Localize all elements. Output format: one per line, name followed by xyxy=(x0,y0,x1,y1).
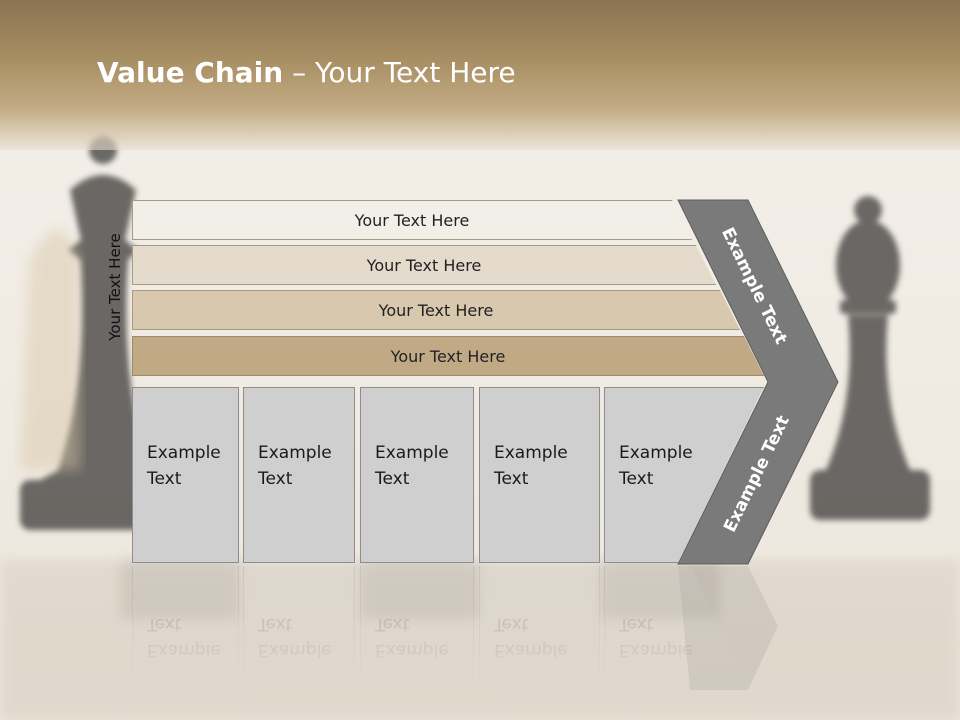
box-3-line1: Example xyxy=(375,443,449,463)
reflection-box-3: Example Text xyxy=(360,540,474,716)
band-4-label: Your Text Here xyxy=(390,346,506,366)
box-2-line1: Example xyxy=(258,443,332,463)
reflection-box-1: Example Text xyxy=(132,540,239,716)
reflection-box-4: Example Text xyxy=(479,540,600,716)
reflection-box-5-line2: Text xyxy=(619,614,654,634)
band-1: Your Text Here xyxy=(132,200,692,240)
box-2-line2: Text xyxy=(258,469,293,489)
reflection-box-2: Example Text xyxy=(243,540,355,716)
activity-box-3: Example Text xyxy=(360,387,474,563)
box-3-line2: Text xyxy=(375,469,410,489)
title-bold: Value Chain xyxy=(97,56,284,89)
activity-box-4: Example Text xyxy=(479,387,600,563)
reflection-box-3-line2: Text xyxy=(375,614,410,634)
band-1-label: Your Text Here xyxy=(354,210,470,230)
activity-box-1: Example Text xyxy=(132,387,239,563)
box-5-line2: Text xyxy=(619,469,654,489)
reflection-box-4-line2: Text xyxy=(494,614,529,634)
reflection-box-3-line1: Example xyxy=(375,640,449,660)
reflection-box-1-line2: Text xyxy=(147,614,182,634)
band-3-label: Your Text Here xyxy=(378,300,494,320)
reflection-box-2-line1: Example xyxy=(258,640,332,660)
box-1-line1: Example xyxy=(147,443,221,463)
band-2-label: Your Text Here xyxy=(366,255,482,275)
reflection-box-1-line1: Example xyxy=(147,640,221,660)
page-title: Value Chain – Your Text Here xyxy=(97,56,516,89)
reflection-box-2-line2: Text xyxy=(258,614,293,634)
reflection-box-4-line1: Example xyxy=(494,640,568,660)
title-bar xyxy=(0,0,960,150)
box-1-line2: Text xyxy=(147,469,182,489)
box-4-line2: Text xyxy=(494,469,529,489)
box-5-line1: Example xyxy=(619,443,693,463)
reflection-box-5: Example Text xyxy=(604,540,764,716)
activity-box-2: Example Text xyxy=(243,387,355,563)
reflection-box-5-line1: Example xyxy=(619,640,693,660)
boxes-reflection: Example Text Example Text Example Text E… xyxy=(0,540,960,716)
band-4: Your Text Here xyxy=(132,336,764,376)
band-2: Your Text Here xyxy=(132,245,716,285)
box-4-line1: Example xyxy=(494,443,568,463)
title-rest: – Your Text Here xyxy=(283,56,516,89)
band-3: Your Text Here xyxy=(132,290,740,330)
